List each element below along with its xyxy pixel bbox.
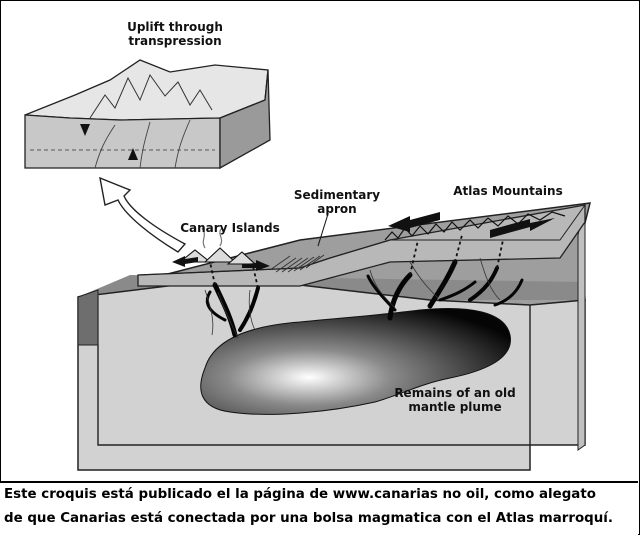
inset-arrow-up: [128, 148, 138, 160]
fault-lines: [204, 257, 501, 339]
inset-side: [219, 69, 271, 170]
block-left-band: [77, 289, 99, 346]
label-plume-line2: mantle plume: [408, 400, 502, 414]
geology-diagram: [24, 59, 591, 471]
label-canary: Canary Islands: [180, 221, 280, 235]
motion-arrows: [172, 212, 555, 271]
dotted-feeders: [209, 234, 504, 289]
inset-top: [24, 59, 269, 121]
caption-line-2: de que Canarias está conectada por una b…: [4, 511, 613, 526]
cutaway-outline: [97, 305, 531, 446]
sedimentary-apron-hatch: [269, 254, 325, 273]
label-uplift: Uplift through transpression: [110, 20, 240, 48]
eruption-plumes: [201, 227, 223, 249]
caption-line-1: Este croquis está publicado el la página…: [4, 487, 596, 502]
inset-arrow-down: [80, 124, 90, 136]
magma-conduits: [205, 259, 524, 338]
label-uplift-line1: Uplift through: [127, 20, 223, 34]
label-atlas: Atlas Mountains: [453, 184, 563, 198]
label-sedimentary-line1: Sedimentary: [293, 188, 381, 202]
arrow-canary-right: [242, 260, 270, 271]
sedimentary-leader: [317, 213, 329, 247]
arrow-left: [388, 212, 440, 232]
label-uplift-line2: transpression: [128, 34, 222, 48]
uplift-arrow: [99, 176, 187, 253]
arrow-canary-left: [172, 256, 198, 267]
block-right-face: [577, 202, 586, 451]
label-sedimentary: Sedimentary apron: [282, 188, 392, 216]
mantle-plume: [200, 307, 511, 415]
inset-block: [24, 59, 271, 170]
label-plume: Remains of an old mantle plume: [385, 386, 525, 414]
ocean-plate-slab: [137, 204, 586, 287]
caption-box: Este croquis está publicado el la página…: [0, 481, 638, 535]
label-plume-line1: Remains of an old: [394, 386, 516, 400]
inset-front: [24, 114, 221, 169]
arrow-right: [490, 218, 555, 238]
label-sedimentary-line2: apron: [317, 202, 357, 216]
block-front-upper: [78, 275, 585, 312]
